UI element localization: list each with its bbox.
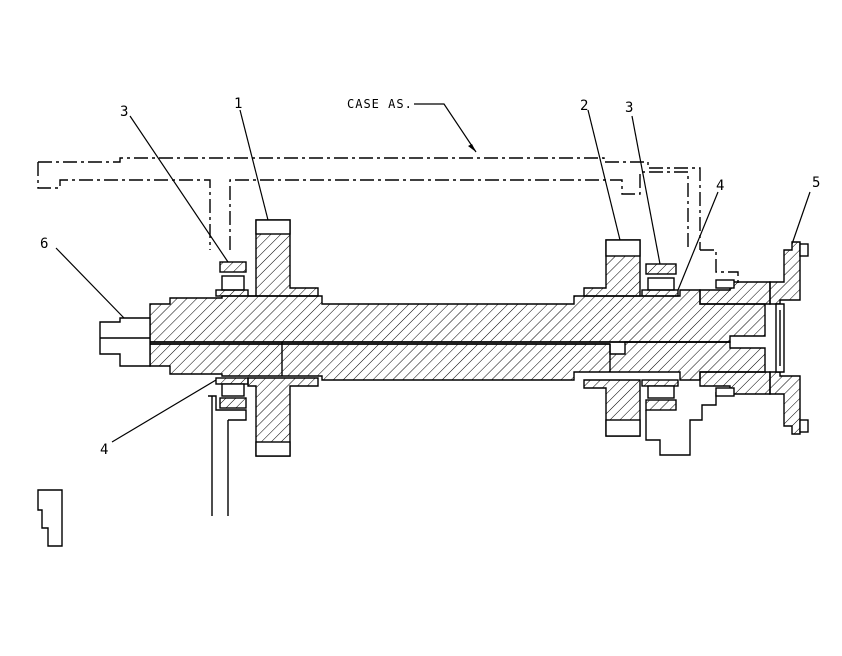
leader-6 — [55, 247, 125, 319]
leader-1 — [239, 109, 269, 221]
left-gear — [247, 219, 319, 457]
leader-5 — [791, 191, 811, 245]
left-bearing — [215, 261, 249, 409]
callout-5: 5 — [812, 175, 820, 191]
callout-3-right: 3 — [625, 100, 633, 116]
right-bearing — [641, 263, 679, 411]
callout-3-left: 3 — [120, 104, 128, 120]
leader-4-left — [111, 379, 217, 443]
leader-4-right — [677, 191, 719, 291]
callout-2: 2 — [580, 98, 588, 114]
callout-4-left: 4 — [100, 442, 108, 458]
leader-case — [414, 103, 477, 153]
seal-housing — [699, 279, 771, 397]
shaft-stub — [99, 317, 151, 367]
leader-2 — [587, 109, 621, 241]
right-case-wall — [645, 392, 717, 456]
main-shaft — [149, 289, 766, 381]
callout-4-right: 4 — [716, 178, 724, 194]
right-gear — [583, 239, 641, 437]
leader-3-right — [631, 115, 661, 265]
left-case-wall — [208, 395, 247, 516]
leader-lines — [55, 103, 811, 443]
leader-3-left — [129, 115, 229, 263]
callout-1: 1 — [234, 96, 242, 112]
case-label: CASE AS. — [347, 97, 413, 111]
callout-6: 6 — [40, 236, 48, 252]
output-flange — [769, 241, 809, 435]
frame-fragment — [37, 489, 63, 547]
case-outline — [37, 157, 739, 286]
